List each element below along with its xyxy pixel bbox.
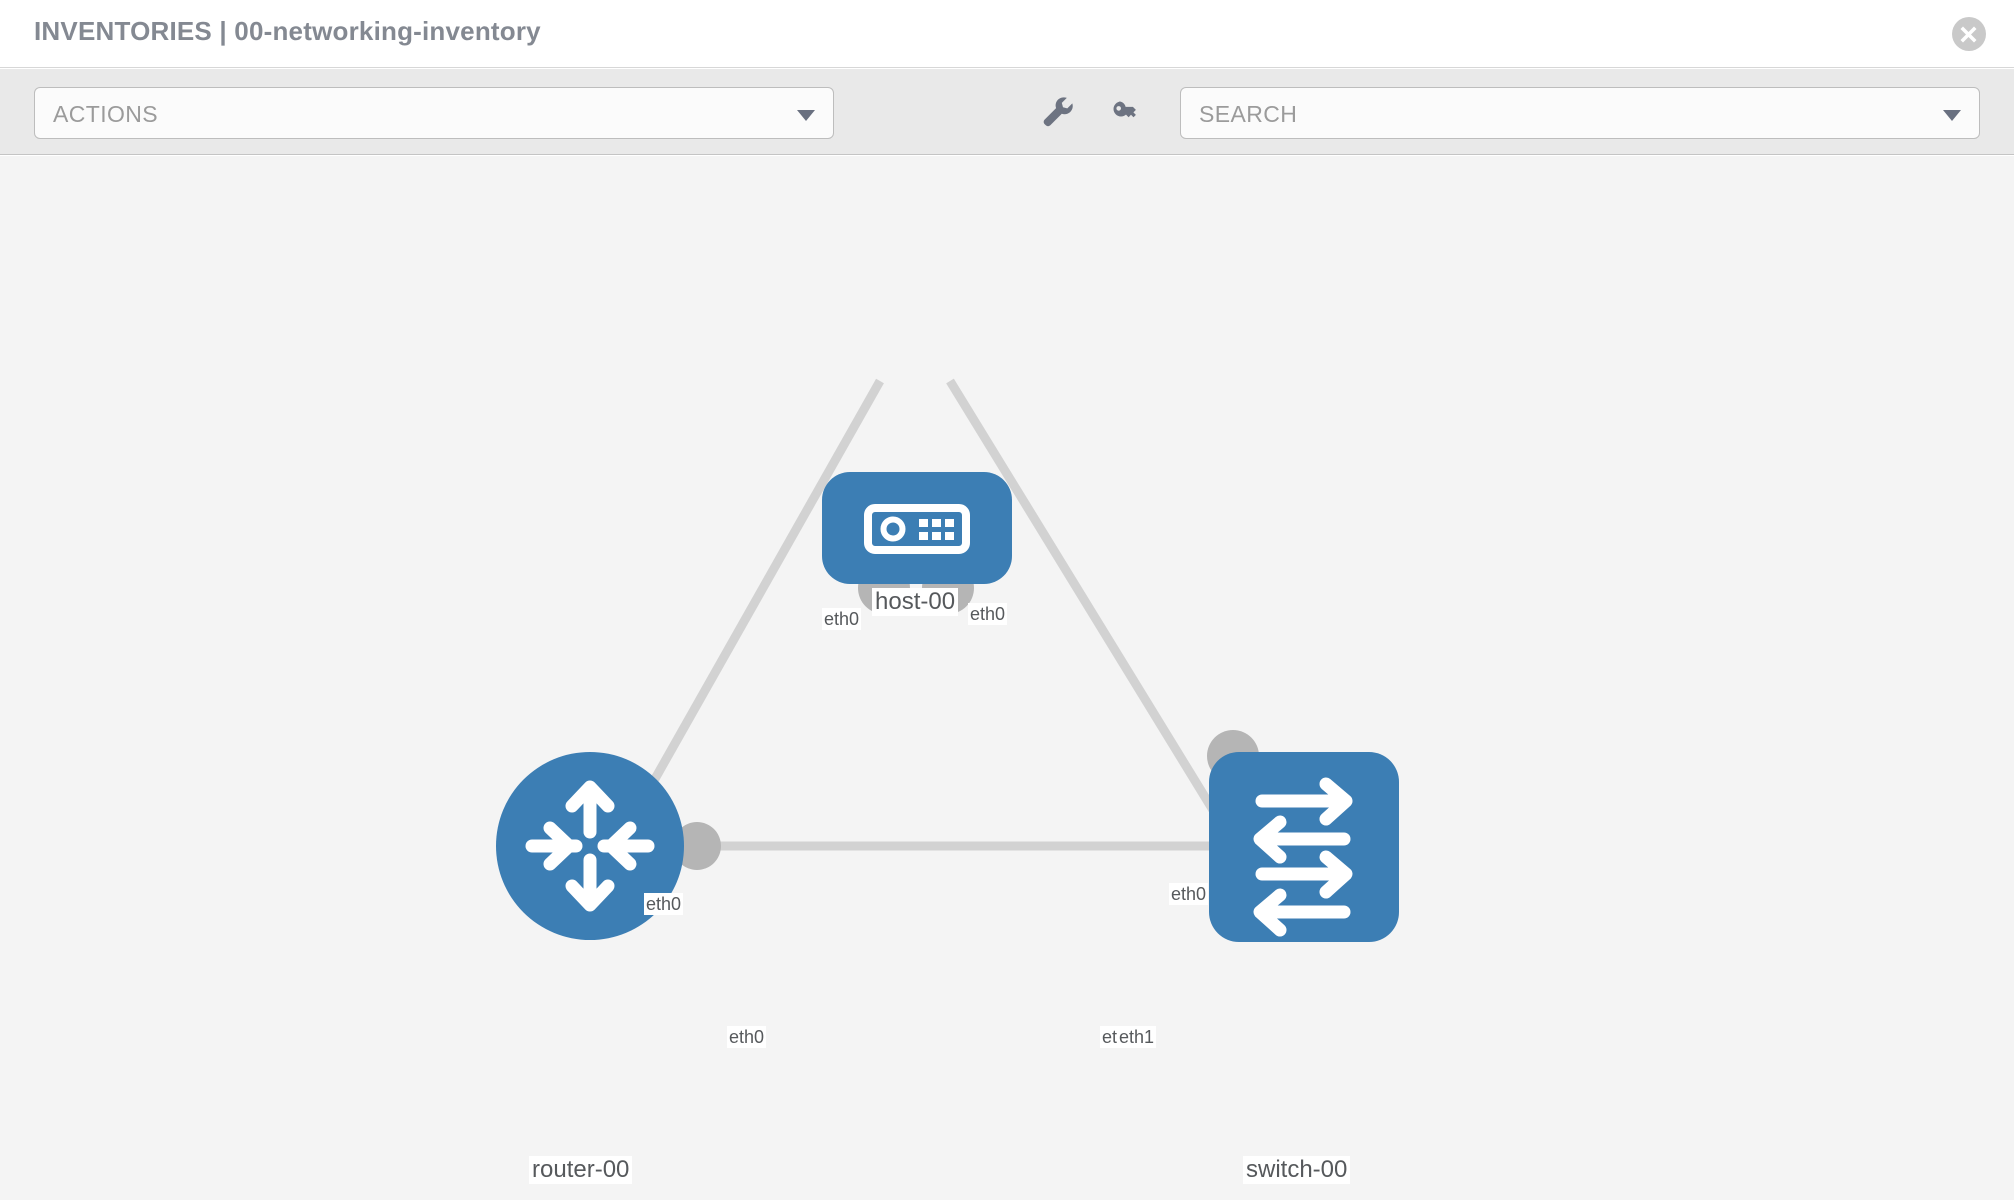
chevron-down-icon (1943, 110, 1961, 121)
actions-dropdown-label: ACTIONS (53, 101, 159, 127)
search-placeholder: SEARCH (1199, 101, 1298, 127)
actions-dropdown[interactable]: ACTIONS (34, 87, 834, 139)
connector-nubs (673, 562, 1259, 870)
link-host-switch[interactable] (946, 378, 1239, 849)
close-icon[interactable] (1952, 17, 1986, 51)
node-router-00[interactable] (496, 752, 684, 940)
node-label-router-00: router-00 (529, 1156, 633, 1184)
page-title: INVENTORIES | 00-networking-inventory (34, 16, 541, 46)
edge-label-host-eth0-left: eth0 (822, 608, 862, 630)
edge-label-router-eth0-right: eth0 (727, 1026, 767, 1048)
edge-label-router-eth0-up: eth0 (644, 893, 684, 915)
server-icon (864, 504, 970, 554)
switch-arrows-icon (1253, 777, 1353, 937)
wrench-icon[interactable] (1034, 89, 1080, 135)
topology-canvas[interactable]: host-00 router-00 switch-00 eth0 eth0 et… (0, 156, 2014, 1200)
node-switch-00[interactable] (1209, 752, 1399, 942)
node-host-00[interactable] (822, 472, 1012, 584)
toolbar: ACTIONS SEARCH (0, 69, 2014, 155)
page-header: INVENTORIES | 00-networking-inventory (0, 0, 2014, 68)
search-input[interactable]: SEARCH (1180, 87, 1980, 139)
router-arrows-icon (525, 780, 655, 912)
edge-label-host-eth0-right: eth0 (968, 603, 1008, 625)
topology-graph (496, 378, 1399, 942)
edge-label-switch-eth1: eth1 (1117, 1026, 1157, 1048)
edge-label-switch-eth0-up: eth0 (1169, 883, 1209, 905)
node-label-switch-00: switch-00 (1243, 1156, 1351, 1184)
key-icon[interactable] (1102, 89, 1148, 135)
chevron-down-icon (797, 110, 815, 121)
node-label-host-00: host-00 (872, 588, 959, 616)
link-host-router[interactable] (613, 378, 884, 849)
